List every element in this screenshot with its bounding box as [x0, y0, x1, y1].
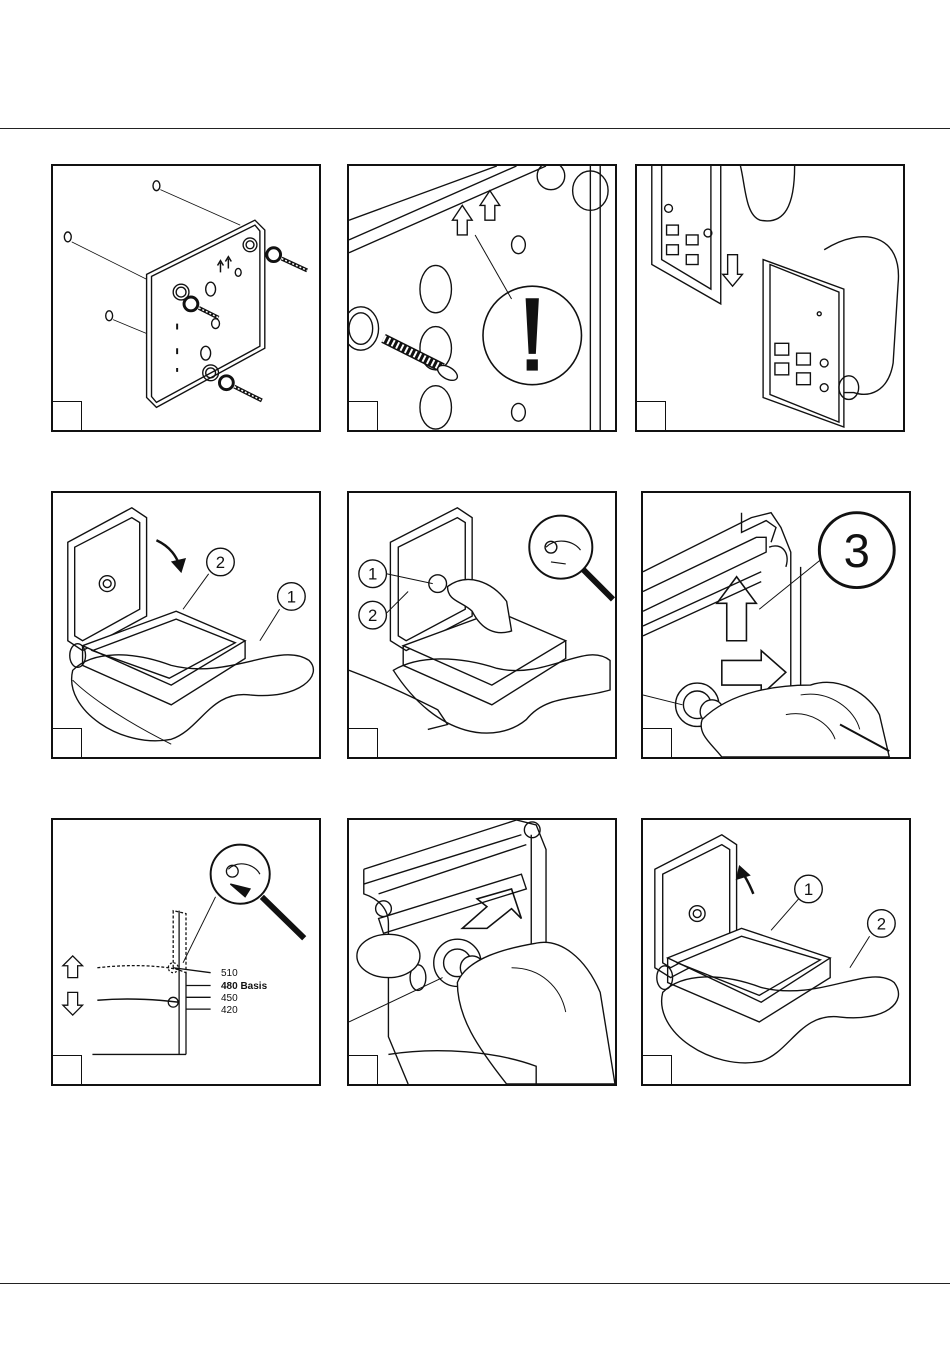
panel-step-4: 2 1	[51, 491, 321, 759]
down-arrow-icon	[63, 992, 83, 1015]
height-label-450: 450	[221, 993, 238, 1005]
step-number-box	[52, 728, 82, 758]
step-number-box	[348, 1055, 378, 1085]
washer-icon	[267, 248, 281, 262]
step-number-box	[52, 1055, 82, 1085]
panel-step-7: 510 480 Basis 450 420	[51, 818, 321, 1086]
callout-label-3: 3	[844, 525, 870, 578]
up-arrow-icon	[452, 205, 472, 235]
panel-step-1	[51, 164, 321, 432]
callout-label-2: 2	[368, 606, 377, 625]
callout-label-1: 1	[804, 880, 813, 899]
callout-label-1: 1	[368, 565, 377, 584]
drill-hole-icon	[153, 181, 160, 191]
top-rule	[0, 128, 950, 129]
step-number-box	[642, 728, 672, 758]
step-number-box	[636, 401, 666, 431]
callout-label-2: 2	[877, 914, 886, 933]
magnifier-icon	[211, 845, 305, 939]
callout-label-1: 1	[287, 587, 296, 606]
panel-step-2	[347, 164, 617, 432]
hand-icon	[457, 942, 615, 1084]
down-arrow-icon	[723, 255, 743, 287]
panel-step-3	[635, 164, 905, 432]
screw-icon	[282, 259, 308, 271]
step-number-box	[52, 401, 82, 431]
bottom-rule	[0, 1283, 950, 1284]
panel-step-6: 3	[641, 491, 911, 759]
wall-plate-illustration	[53, 166, 319, 430]
panel-step-8	[347, 818, 617, 1086]
height-label-510: 510	[221, 968, 238, 980]
warning-exclamation-icon	[483, 286, 582, 385]
step-number-box	[348, 401, 378, 431]
push-arrow-icon	[462, 889, 521, 928]
height-label-480-basis: 480 Basis	[221, 981, 267, 993]
hand-icon	[701, 682, 889, 757]
step-number-box	[642, 1055, 672, 1085]
panel-step-5: 1 2	[347, 491, 617, 759]
panel-step-9: 1 2	[641, 818, 911, 1086]
magnifier-icon	[529, 516, 613, 600]
rotate-arrow-icon	[156, 540, 179, 564]
step-number-box	[348, 728, 378, 758]
up-arrow-icon	[63, 956, 83, 978]
callout-label-2: 2	[216, 553, 225, 572]
height-label-420: 420	[221, 1005, 238, 1017]
